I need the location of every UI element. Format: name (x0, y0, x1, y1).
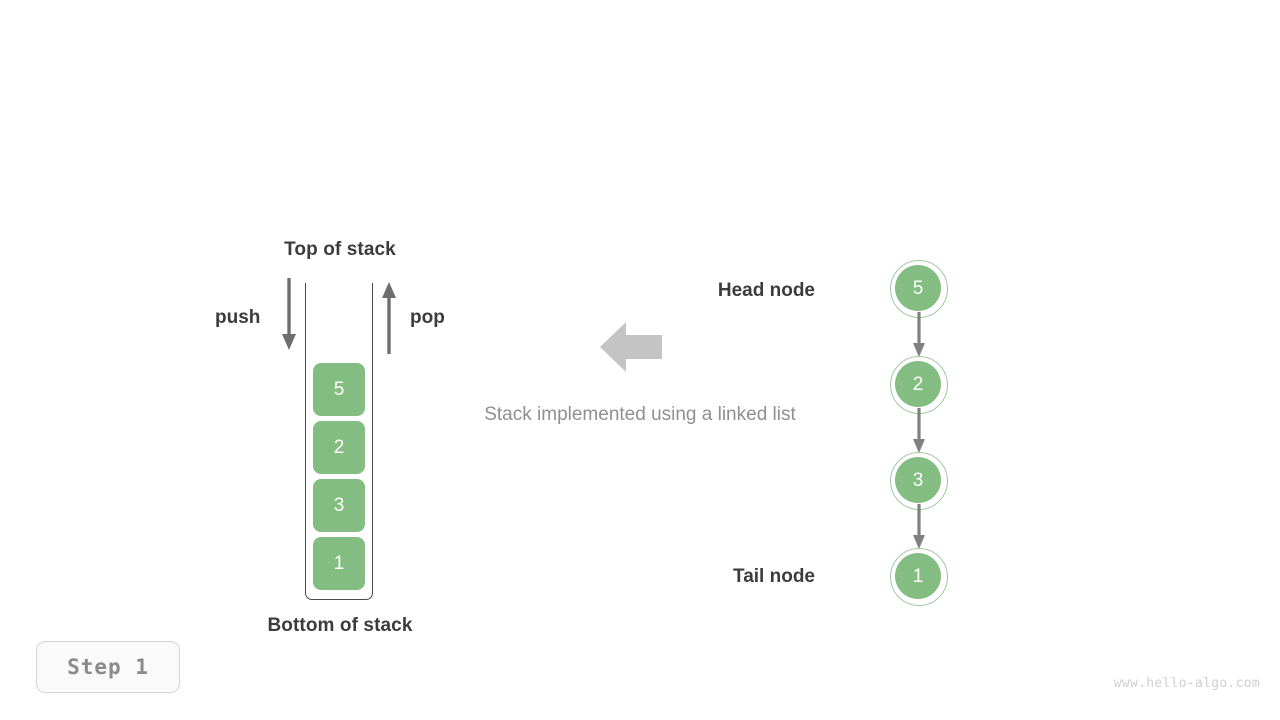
pop-arrow-icon (382, 282, 396, 354)
linked-list-node[interactable]: 2 (890, 356, 948, 414)
linked-list-node[interactable]: 5 (890, 260, 948, 318)
linked-list-node-value: 3 (895, 457, 941, 503)
linked-list-link-arrow-icon (913, 312, 925, 357)
stack-box[interactable]: 2 (313, 421, 365, 474)
stack-items: 5 2 3 1 (313, 363, 365, 590)
diagram-caption: Stack implemented using a linked list (484, 404, 796, 425)
linked-list-node[interactable]: 3 (890, 452, 948, 510)
linked-list-node-value: 2 (895, 361, 941, 407)
head-node-label: Head node (717, 280, 815, 301)
tail-node-label: Tail node (733, 566, 815, 587)
linked-list-node-value: 1 (895, 553, 941, 599)
push-label: push (215, 307, 261, 328)
linked-list-link-arrow-icon (913, 504, 925, 549)
linked-list-node-value: 5 (895, 265, 941, 311)
linked-list-node[interactable]: 1 (890, 548, 948, 606)
stack-bottom-label: Bottom of stack (267, 615, 413, 636)
stack-box[interactable]: 3 (313, 479, 365, 532)
push-arrow-icon (282, 278, 296, 350)
linked-list-link-arrow-icon (913, 408, 925, 453)
stack-top-label: Top of stack (284, 239, 396, 260)
step-badge: Step 1 (36, 641, 180, 693)
stack-box[interactable]: 5 (313, 363, 365, 416)
stack-container (305, 283, 373, 600)
conversion-arrow-icon (600, 322, 662, 372)
watermark: www.hello-algo.com (1113, 676, 1260, 691)
pop-label: pop (410, 307, 445, 328)
stack-box[interactable]: 1 (313, 537, 365, 590)
